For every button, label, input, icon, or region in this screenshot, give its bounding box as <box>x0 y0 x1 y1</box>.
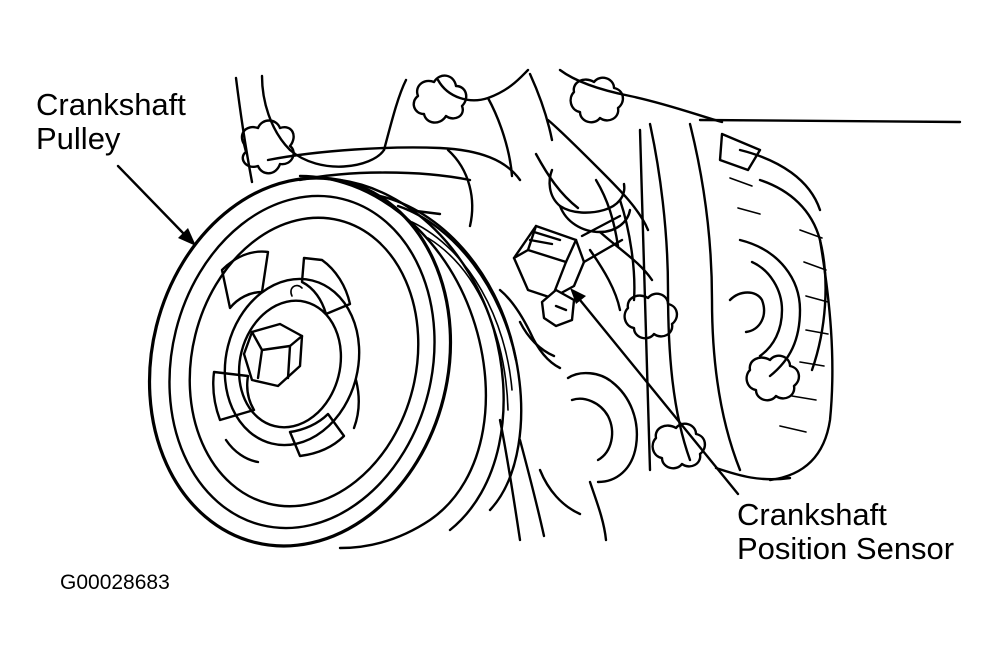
engine-block-outline <box>234 68 962 470</box>
crankshaft-pulley-label-line2: Pulley <box>36 121 121 156</box>
crankshaft-position-sensor-label: Crankshaft Position Sensor <box>737 498 954 566</box>
crankshaft-pulley <box>147 174 523 550</box>
pulley-leader-arrow <box>116 164 196 246</box>
crankshaft-position-sensor-label-line1: Crankshaft <box>737 497 887 532</box>
sensor-leader-arrow <box>570 288 740 496</box>
crankshaft-pulley-label: Crankshaft Pulley <box>36 88 186 156</box>
crankshaft-position-sensor-label-line2: Position Sensor <box>737 531 955 566</box>
crankshaft-position-sensor <box>498 214 624 370</box>
crankshaft-pulley-label-line1: Crankshaft <box>36 87 186 122</box>
figure-id: G00028683 <box>60 571 170 594</box>
timing-cover-outline <box>594 122 834 482</box>
sensor-bracket <box>498 118 654 542</box>
